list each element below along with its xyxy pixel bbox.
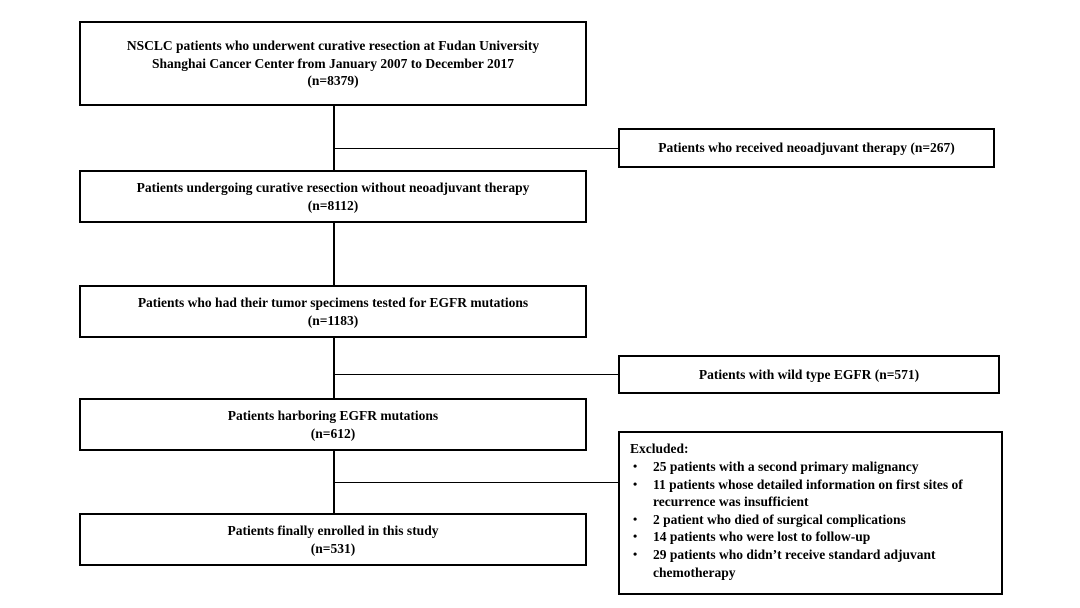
box-egfr-tested-line1: Patients who had their tumor specimens t… [137, 294, 529, 310]
exclusion-list-item-text: 14 patients who were lost to follow-up [653, 529, 871, 545]
box-final-enrolled-line1: Patients finally enrolled in this study [227, 522, 439, 538]
exclusion-list-item: • 2 patient who died of surgical complic… [630, 511, 906, 529]
box-enrolled-total-line1: NSCLC patients who underwent curative re… [126, 37, 540, 53]
box-no-neoadjuvant: Patients undergoing curative resection w… [79, 170, 587, 223]
exclusion-list-item-text: 2 patient who died of surgical complicat… [653, 511, 906, 527]
exclusion-list-item: • 25 patients with a second primary mali… [630, 458, 919, 476]
box-no-neoadjuvant-count: (n=8112) [307, 197, 359, 213]
bullet-icon: • [633, 459, 638, 474]
box-enrolled-total: NSCLC patients who underwent curative re… [79, 21, 587, 106]
connector-trunk-3 [333, 338, 335, 398]
box-exclusion-neoadjuvant-text: Patients who received neoadjuvant therap… [658, 140, 955, 156]
box-egfr-tested-count: (n=1183) [307, 312, 359, 328]
box-egfr-mutations-line1: Patients harboring EGFR mutations [227, 407, 439, 423]
exclusion-list-item: • 11 patients whose detailed information… [630, 476, 993, 511]
box-enrolled-total-line2: Shanghai Cancer Center from January 2007… [152, 55, 514, 71]
box-egfr-tested: Patients who had their tumor specimens t… [79, 285, 587, 338]
box-egfr-mutations-count: (n=612) [310, 425, 356, 441]
box-final-enrolled: Patients finally enrolled in this study … [79, 513, 587, 566]
box-exclusion-wildtype-text: Patients with wild type EGFR (n=571) [698, 366, 920, 382]
connector-branch-neoadjuvant [334, 148, 619, 149]
box-exclusion-list: Excluded: • 25 patients with a second pr… [618, 431, 1003, 595]
bullet-icon: • [633, 529, 638, 544]
exclusion-list-item-text: 25 patients with a second primary malign… [653, 459, 919, 475]
exclusion-list-title: Excluded: [630, 441, 689, 456]
connector-trunk-1 [333, 106, 335, 170]
box-egfr-mutations: Patients harboring EGFR mutations (n=612… [79, 398, 587, 451]
box-exclusion-wildtype: Patients with wild type EGFR (n=571) [618, 355, 1000, 394]
box-no-neoadjuvant-line1: Patients undergoing curative resection w… [136, 179, 530, 195]
exclusion-list-item-text: 11 patients whose detailed information o… [653, 476, 963, 510]
exclusion-list-item: • 29 patients who didn’t receive standar… [630, 546, 993, 581]
exclusion-list-item-text: 29 patients who didn’t receive standard … [653, 547, 936, 580]
connector-trunk-2 [333, 223, 335, 285]
box-final-enrolled-count: (n=531) [310, 540, 356, 556]
box-enrolled-total-count: (n=8379) [307, 73, 359, 89]
exclusion-list-item: • 14 patients who were lost to follow-up [630, 528, 870, 546]
bullet-icon: • [633, 547, 638, 561]
bullet-icon: • [633, 511, 638, 526]
connector-branch-wildtype [334, 374, 619, 375]
connector-branch-excluded [334, 482, 619, 483]
box-exclusion-neoadjuvant: Patients who received neoadjuvant therap… [618, 128, 995, 168]
bullet-icon: • [633, 476, 638, 491]
